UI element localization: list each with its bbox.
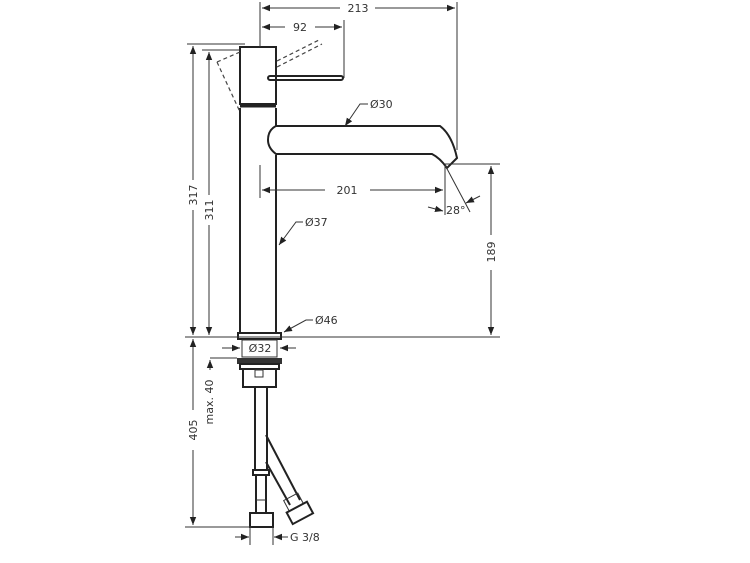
- dim-hose-length: 405: [187, 420, 200, 441]
- dim-shank-diameter: Ø32: [249, 342, 272, 355]
- dim-spout-angle: 28°: [446, 204, 466, 217]
- dim-lever-reach: 92: [293, 21, 307, 34]
- base-ring: [237, 332, 282, 340]
- dim-spout-reach: 201: [337, 184, 358, 197]
- dim-connection-thread: G 3/8: [290, 531, 320, 544]
- dim-body-height: 311: [203, 200, 216, 221]
- faucet-body: [216, 39, 459, 528]
- dim-body-diameter: Ø37: [305, 216, 328, 229]
- dim-total-height: 317: [187, 185, 200, 206]
- dim-max-deck-thickness: max. 40: [203, 380, 216, 425]
- dimension-labels: 213 92 201 317 311 189 28° Ø30 Ø37 Ø46 Ø…: [187, 2, 498, 544]
- dimension-lines: [185, 2, 500, 545]
- dim-base-diameter: Ø46: [315, 314, 338, 327]
- dim-spout-diameter: Ø30: [370, 98, 393, 111]
- supply-pipe: [254, 386, 268, 471]
- dim-spout-height: 189: [485, 242, 498, 263]
- dim-overall-reach: 213: [348, 2, 369, 15]
- flex-hose: [265, 434, 301, 506]
- connector-fitting: [249, 512, 274, 528]
- lever-handle: [267, 75, 344, 81]
- spout: [266, 125, 459, 170]
